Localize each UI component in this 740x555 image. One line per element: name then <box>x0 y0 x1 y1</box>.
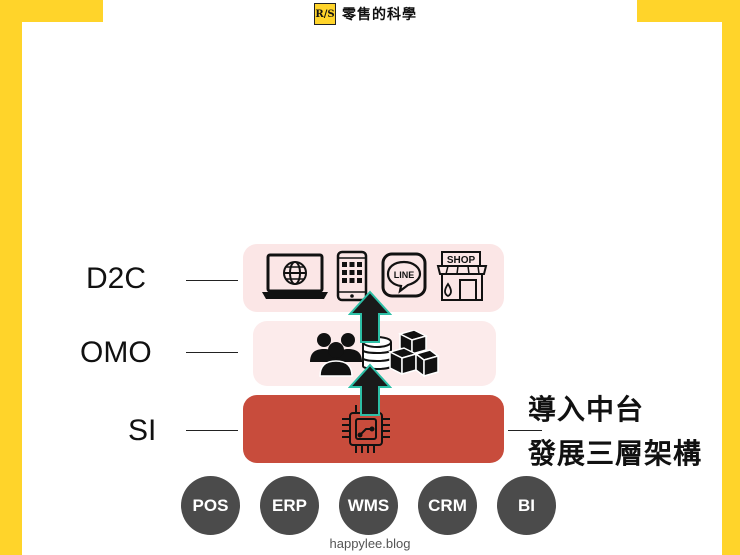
line-app-icon: LINE <box>381 252 427 298</box>
laptop-globe-icon <box>262 253 328 299</box>
frame-bar-left <box>0 0 22 555</box>
layer-label-omo: OMO <box>80 336 152 369</box>
brand-logo-icon: R/S <box>314 3 336 25</box>
brand-title: 零售的科學 <box>342 7 417 23</box>
system-pos: POS <box>181 476 240 535</box>
connector-side-note <box>508 430 542 431</box>
people-group-icon <box>310 333 362 377</box>
system-erp: ERP <box>260 476 319 535</box>
layer-label-si: SI <box>128 414 157 447</box>
brand: R/S 零售的科學 <box>314 3 417 25</box>
connector-si <box>186 430 238 431</box>
arrow-up-si-to-omo-icon <box>348 363 392 416</box>
line-app-label: LINE <box>394 270 415 280</box>
systems-row: POS ERP WMS CRM BI <box>181 476 561 536</box>
connector-omo <box>186 352 238 353</box>
connector-d2c <box>186 280 238 281</box>
side-note-line1: 導入中台 <box>528 393 645 426</box>
system-bi: BI <box>497 476 556 535</box>
layer-label-d2c: D2C <box>86 262 147 295</box>
footer-url: happylee.blog <box>329 536 411 551</box>
system-wms: WMS <box>339 476 398 535</box>
arrow-up-omo-to-d2c-icon <box>348 290 392 343</box>
frame-top-right <box>637 0 740 22</box>
system-crm: CRM <box>418 476 477 535</box>
frame-bar-right <box>722 0 740 555</box>
side-note-line2: 發展三層架構 <box>528 437 703 470</box>
shop-storefront-icon: SHOP <box>436 251 488 301</box>
shop-sign-label: SHOP <box>447 255 476 266</box>
boxes-icon <box>387 330 440 378</box>
frame-top-left <box>0 0 103 22</box>
mobile-app-icon <box>336 250 368 302</box>
